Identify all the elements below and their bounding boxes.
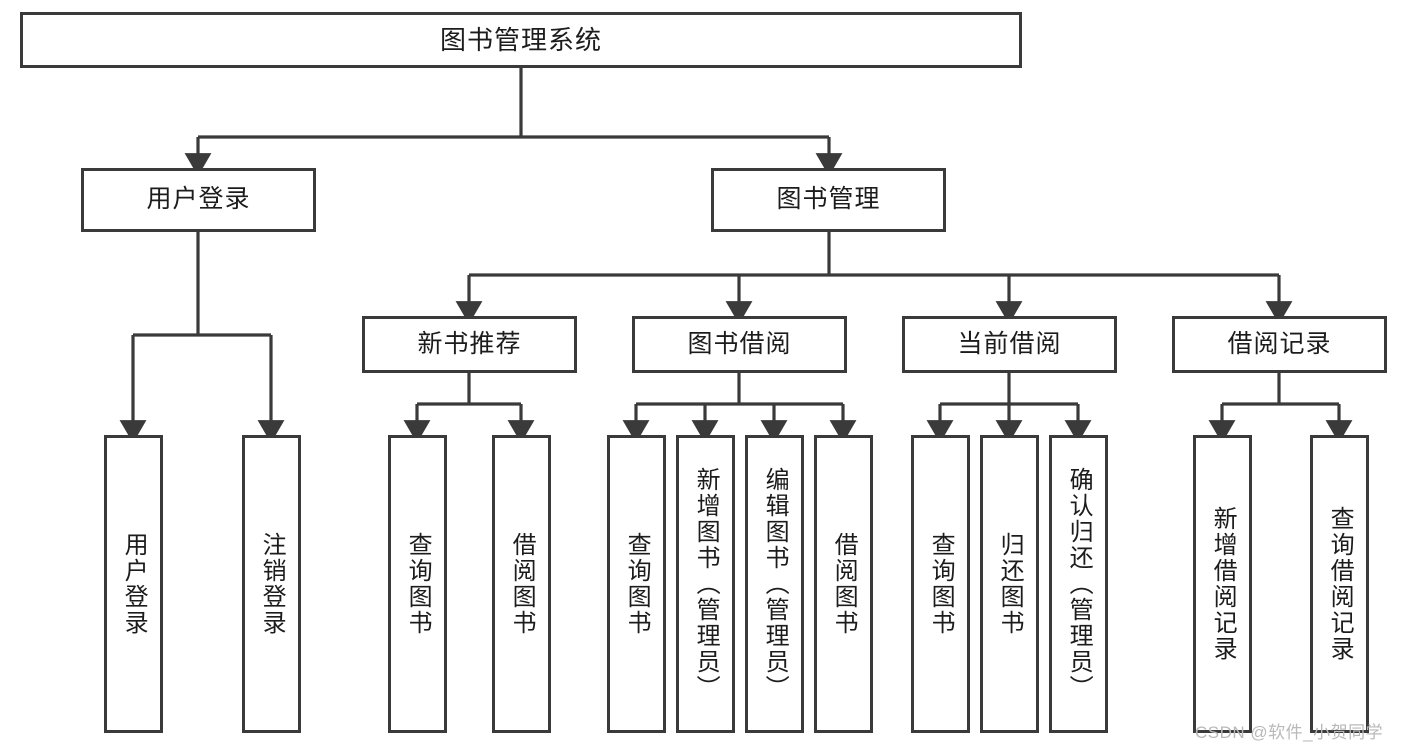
node-leaf-user-login-label: 用户登录	[120, 532, 148, 636]
node-book-borrow-label: 图书借阅	[687, 329, 792, 358]
node-leaf-query-book-3-label: 查询图书	[927, 532, 955, 636]
node-leaf-query-borrow-record[interactable]: 查询借阅记录	[1310, 435, 1369, 733]
node-leaf-add-book-admin[interactable]: 新增图书（管理员）	[676, 435, 735, 733]
node-new-book-recommend[interactable]: 新书推荐	[362, 316, 577, 373]
node-user-login[interactable]: 用户登录	[81, 168, 316, 232]
node-leaf-borrow-book-1-label: 借阅图书	[508, 532, 536, 636]
node-leaf-add-borrow-record-label: 新增借阅记录	[1209, 506, 1237, 662]
node-book-management-label: 图书管理	[776, 185, 881, 214]
node-leaf-borrow-book-2[interactable]: 借阅图书	[814, 435, 873, 733]
node-leaf-query-book-2[interactable]: 查询图书	[607, 435, 666, 733]
node-leaf-user-login[interactable]: 用户登录	[104, 435, 163, 733]
node-current-borrow[interactable]: 当前借阅	[902, 316, 1117, 373]
node-leaf-logout-login[interactable]: 注销登录	[242, 435, 301, 733]
node-leaf-return-book-label: 归还图书	[996, 532, 1024, 636]
node-leaf-edit-book-admin-label: 编辑图书（管理员）	[761, 467, 789, 701]
node-leaf-query-borrow-record-label: 查询借阅记录	[1326, 506, 1354, 662]
node-book-management[interactable]: 图书管理	[711, 168, 946, 232]
node-user-login-label: 用户登录	[146, 185, 251, 214]
node-book-borrow[interactable]: 图书借阅	[632, 316, 847, 373]
node-current-borrow-label: 当前借阅	[957, 329, 1062, 358]
node-leaf-borrow-book-1[interactable]: 借阅图书	[492, 435, 551, 733]
node-root-label: 图书管理系统	[439, 24, 602, 55]
node-leaf-return-book[interactable]: 归还图书	[980, 435, 1039, 733]
node-root[interactable]: 图书管理系统	[20, 12, 1022, 68]
node-leaf-query-book-2-label: 查询图书	[623, 532, 651, 636]
node-borrow-record-label: 借阅记录	[1227, 329, 1332, 358]
node-leaf-query-book-1[interactable]: 查询图书	[388, 435, 447, 733]
node-leaf-confirm-return-admin-label: 确认归还（管理员）	[1065, 467, 1093, 701]
node-leaf-edit-book-admin[interactable]: 编辑图书（管理员）	[745, 435, 804, 733]
node-leaf-add-borrow-record[interactable]: 新增借阅记录	[1193, 435, 1252, 733]
node-leaf-confirm-return-admin[interactable]: 确认归还（管理员）	[1049, 435, 1108, 733]
node-leaf-query-book-1-label: 查询图书	[404, 532, 432, 636]
node-new-book-recommend-label: 新书推荐	[417, 329, 522, 358]
node-leaf-add-book-admin-label: 新增图书（管理员）	[692, 467, 720, 701]
node-leaf-borrow-book-2-label: 借阅图书	[830, 532, 858, 636]
node-leaf-logout-login-label: 注销登录	[258, 532, 286, 636]
node-borrow-record[interactable]: 借阅记录	[1172, 316, 1387, 373]
node-leaf-query-book-3[interactable]: 查询图书	[911, 435, 970, 733]
